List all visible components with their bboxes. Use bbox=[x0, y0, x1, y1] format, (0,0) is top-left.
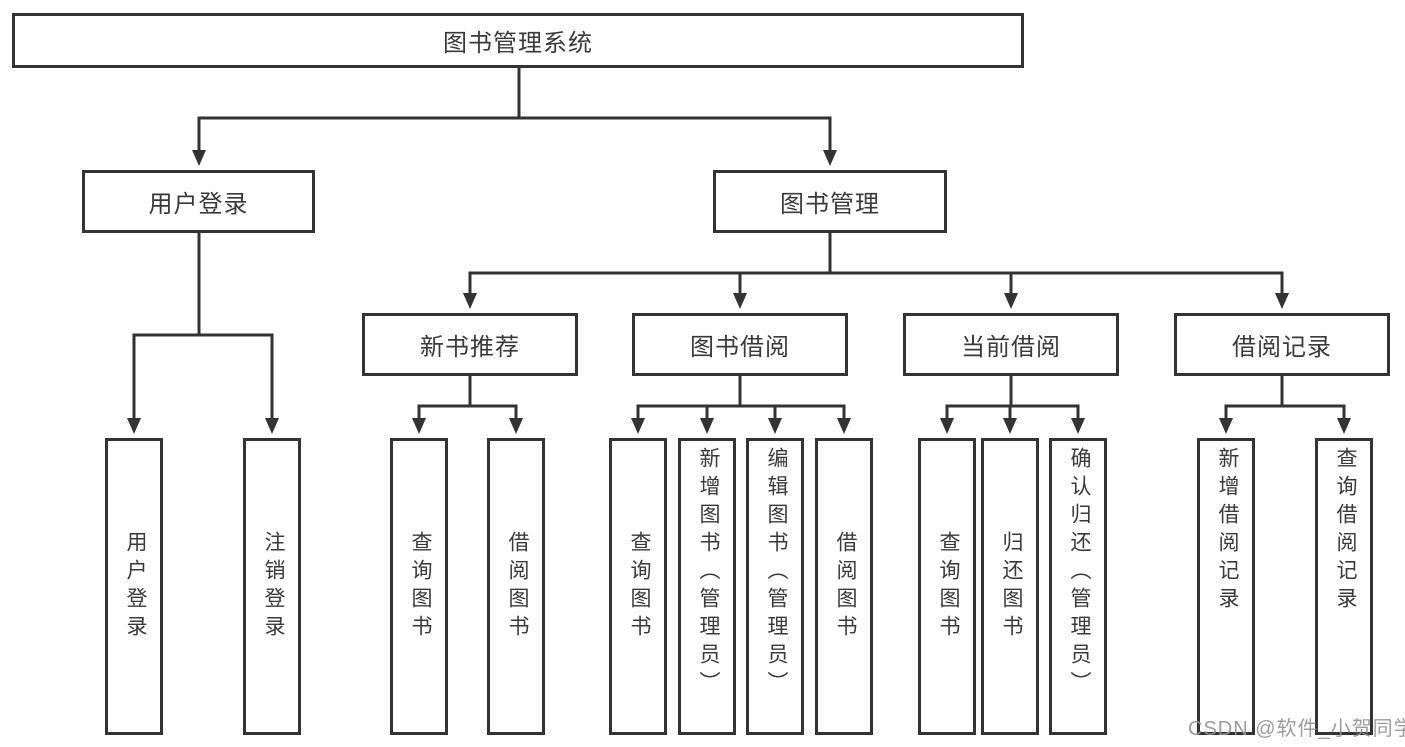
connector-root-split bbox=[192, 66, 837, 166]
connector-book-management-split bbox=[463, 231, 1289, 309]
csdn-watermark: CSDN @软件_小贺同学 bbox=[1188, 718, 1405, 740]
leaf-query-borrow-record: 查询借阅记录 bbox=[1315, 438, 1373, 735]
node-current-borrow: 当前借阅 bbox=[903, 313, 1119, 376]
leaf-edit-book-admin: 编辑图书（管理员） bbox=[746, 438, 804, 735]
leaf-query-books-borrow: 查询图书 bbox=[609, 438, 667, 735]
node-user-login: 用户登录 bbox=[82, 170, 315, 233]
node-root: 图书管理系统 bbox=[12, 13, 1024, 68]
node-book-management: 图书管理 bbox=[713, 170, 947, 233]
leaf-query-books-recommend: 查询图书 bbox=[390, 438, 448, 735]
connector-new-book-split bbox=[412, 374, 523, 434]
leaf-add-borrow-record: 新增借阅记录 bbox=[1197, 438, 1255, 735]
leaf-add-book-admin: 新增图书（管理员） bbox=[678, 438, 736, 735]
connector-current-borrow-split bbox=[940, 374, 1085, 434]
leaf-borrow-books-recommend: 借阅图书 bbox=[487, 438, 545, 735]
node-book-borrow: 图书借阅 bbox=[632, 313, 848, 376]
node-borrow-records: 借阅记录 bbox=[1174, 313, 1390, 376]
leaf-borrow-books: 借阅图书 bbox=[815, 438, 873, 735]
leaf-return-book: 归还图书 bbox=[981, 438, 1039, 735]
connector-user-login-split bbox=[127, 231, 279, 434]
leaf-user-login: 用户登录 bbox=[105, 438, 163, 735]
connector-book-borrow-split bbox=[631, 374, 851, 434]
leaf-logout: 注销登录 bbox=[243, 438, 301, 735]
connector-borrow-record-split bbox=[1219, 374, 1351, 434]
leaf-confirm-return-admin: 确认归还（管理员） bbox=[1049, 438, 1107, 735]
node-new-book-recommend: 新书推荐 bbox=[362, 313, 578, 376]
leaf-query-books-current: 查询图书 bbox=[918, 438, 976, 735]
